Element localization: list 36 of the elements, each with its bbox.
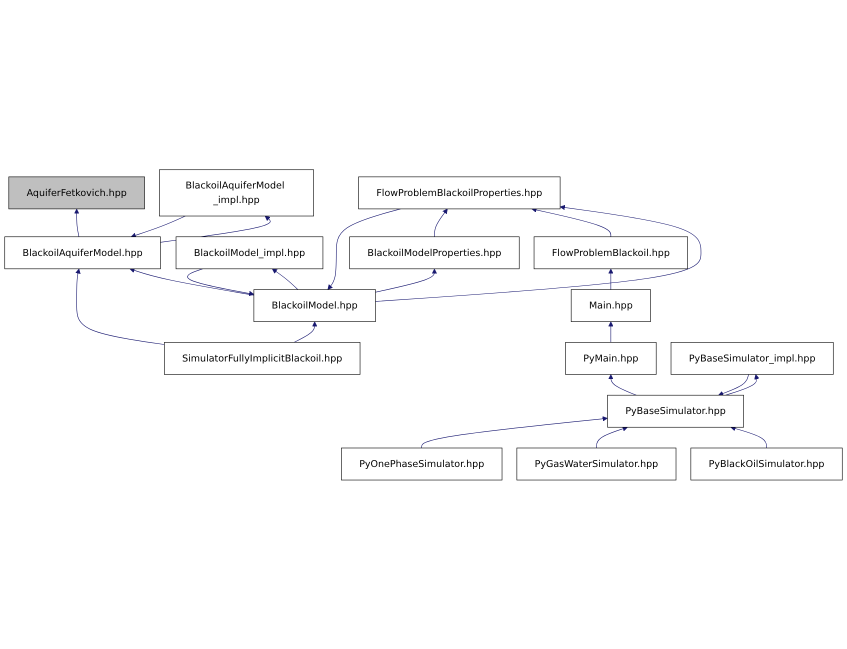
arrow	[187, 268, 254, 296]
arrow	[130, 215, 186, 238]
arrow	[328, 208, 401, 290]
arrow	[75, 268, 165, 344]
arrow	[608, 321, 614, 342]
node-box: AquiferFetkovich.hpp	[8, 176, 145, 209]
node-box: FlowProblemBlackoilProperties.hpp	[358, 176, 560, 209]
arrow	[725, 374, 760, 396]
node-box: BlackoilAquiferModel _impl.hpp	[159, 169, 314, 216]
arrow	[272, 268, 298, 290]
arrow	[375, 204, 702, 302]
arrow	[375, 268, 438, 292]
node-box: PyGasWaterSimulator.hpp	[516, 447, 676, 480]
node-box: BlackoilAquiferModel.hpp	[4, 236, 161, 269]
arrow	[608, 374, 637, 396]
arrow	[608, 268, 614, 290]
arrow	[730, 426, 767, 448]
arrow	[421, 416, 608, 448]
node-box: Main.hpp	[570, 288, 651, 322]
arrow	[718, 374, 749, 396]
arrow	[596, 426, 628, 448]
node-box: BlackoilModelProperties.hpp	[349, 236, 520, 269]
node-box: SimulatorFullyImplicitBlackoil.hpp	[164, 342, 360, 374]
arrow	[434, 208, 448, 237]
node-box: PyBaseSimulator_impl.hpp	[670, 342, 834, 374]
node-box: PyBlackOilSimulator.hpp	[690, 447, 843, 480]
arrow	[74, 208, 80, 237]
arrow	[294, 321, 318, 342]
node-box: PyBaseSimulator.hpp	[607, 394, 744, 428]
arrow	[532, 206, 612, 237]
node-box: PyOnePhaseSimulator.hpp	[341, 447, 502, 480]
arrow	[130, 267, 254, 296]
node-box: BlackoilModel_impl.hpp	[176, 236, 324, 269]
node-box: BlackoilModel.hpp	[254, 288, 376, 322]
node-box: PyMain.hpp	[565, 342, 656, 374]
node-box: FlowProblemBlackoil.hpp	[534, 236, 688, 269]
